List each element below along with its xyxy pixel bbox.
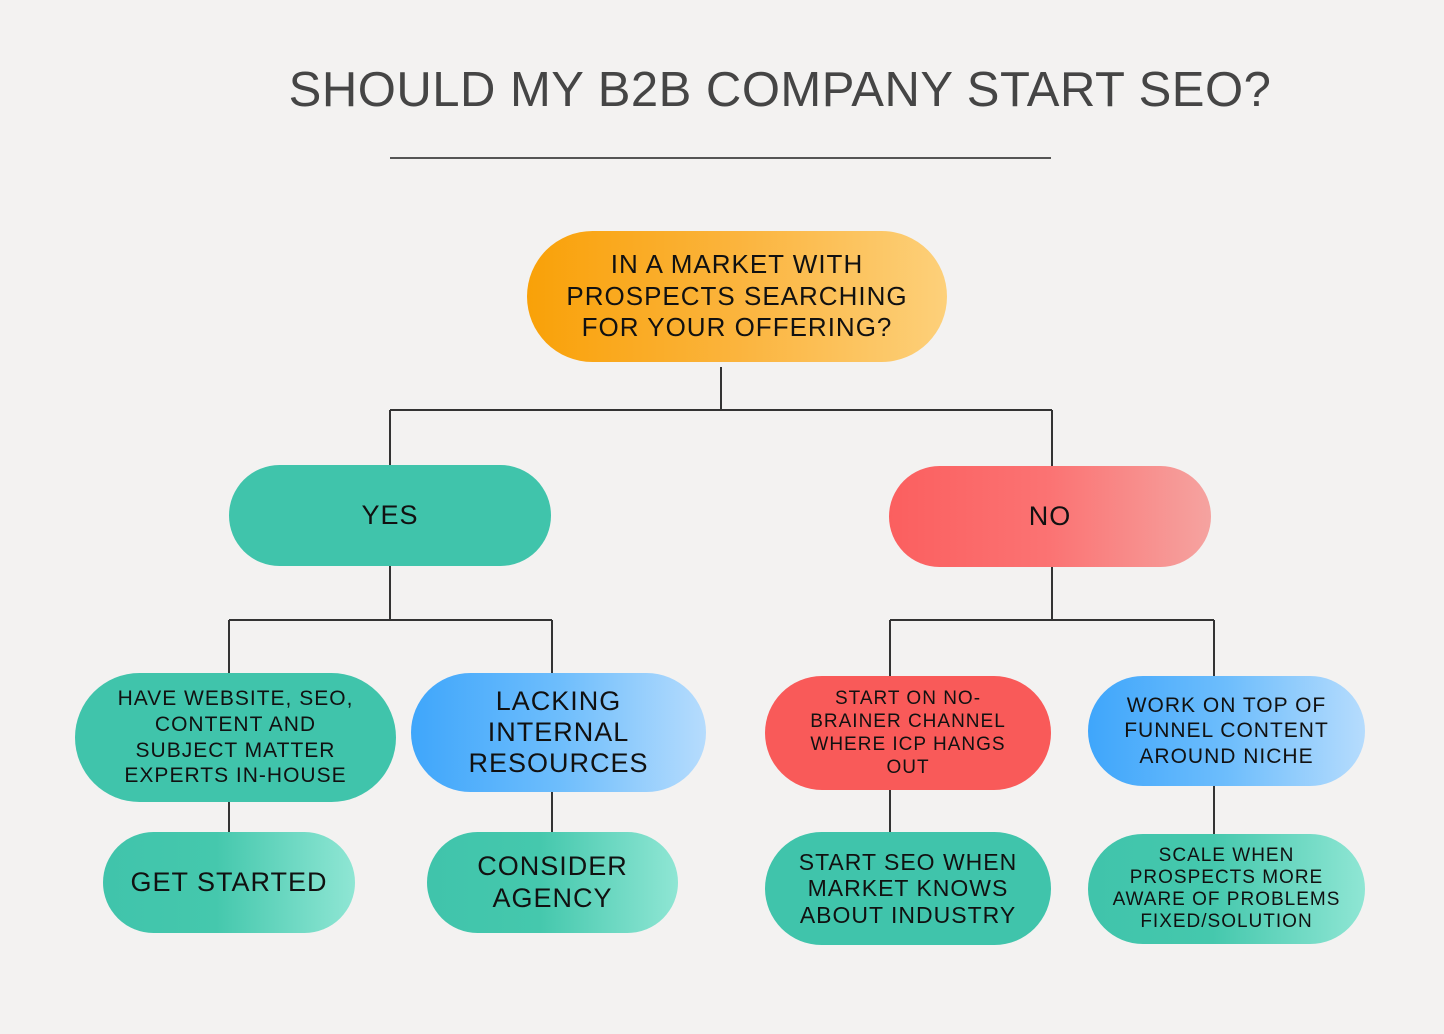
yes-label: YES	[361, 500, 419, 531]
top-of-funnel-node: WORK ON TOP OF FUNNEL CONTENT AROUND NIC…	[1088, 676, 1365, 786]
get-started-label: GET STARTED	[130, 867, 328, 898]
scale-when-label: SCALE WHEN PROSPECTS MORE AWARE OF PROBL…	[1112, 845, 1341, 932]
diagram-title: SHOULD MY B2B COMPANY START SEO?	[288, 63, 1272, 117]
scale-when-node: SCALE WHEN PROSPECTS MORE AWARE OF PROBL…	[1088, 834, 1365, 944]
start-no-brainer-label: START ON NO-BRAINER CHANNEL WHERE ICP HA…	[810, 687, 1006, 779]
no-node: NO	[889, 466, 1211, 567]
title-underline	[390, 157, 1051, 159]
top-of-funnel-label: WORK ON TOP OF FUNNEL CONTENT AROUND NIC…	[1124, 693, 1329, 768]
no-label: NO	[1028, 501, 1072, 532]
consider-agency-node: CONSIDER AGENCY	[427, 832, 678, 933]
connector-no	[889, 567, 1215, 676]
get-started-node: GET STARTED	[103, 832, 355, 933]
lacking-resources-label: LACKING INTERNAL RESOURCES	[468, 685, 649, 779]
root-question-node: IN A MARKET WITH PROSPECTS SEARCHING FOR…	[527, 231, 947, 362]
have-website-label: HAVE WEBSITE, SEO, CONTENT AND SUBJECT M…	[117, 687, 354, 788]
root-question-label: IN A MARKET WITH PROSPECTS SEARCHING FOR…	[566, 248, 908, 343]
connector-yes	[228, 566, 553, 673]
start-seo-when-label: START SEO WHEN MARKET KNOWS ABOUT INDUST…	[798, 848, 1018, 928]
have-website-node: HAVE WEBSITE, SEO, CONTENT AND SUBJECT M…	[75, 673, 396, 802]
yes-node: YES	[229, 465, 551, 566]
lacking-resources-node: LACKING INTERNAL RESOURCES	[411, 673, 706, 792]
start-seo-when-node: START SEO WHEN MARKET KNOWS ABOUT INDUST…	[765, 832, 1051, 945]
connector-root	[389, 367, 1053, 466]
consider-agency-label: CONSIDER AGENCY	[477, 851, 628, 913]
start-no-brainer-node: START ON NO-BRAINER CHANNEL WHERE ICP HA…	[765, 676, 1051, 790]
